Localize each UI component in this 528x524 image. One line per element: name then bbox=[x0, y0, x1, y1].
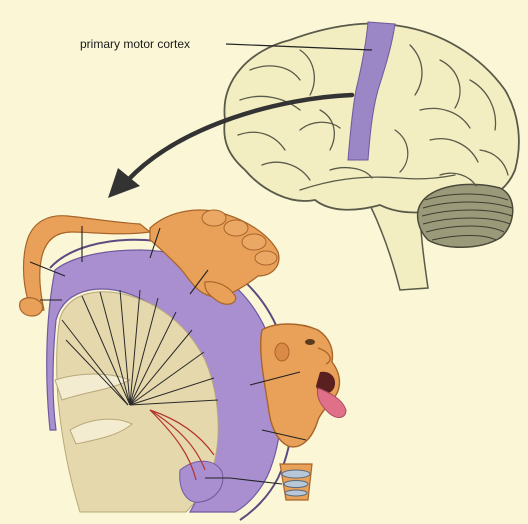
throat-icon bbox=[280, 464, 312, 500]
motor-cortex-label: primary motor cortex bbox=[80, 37, 190, 51]
